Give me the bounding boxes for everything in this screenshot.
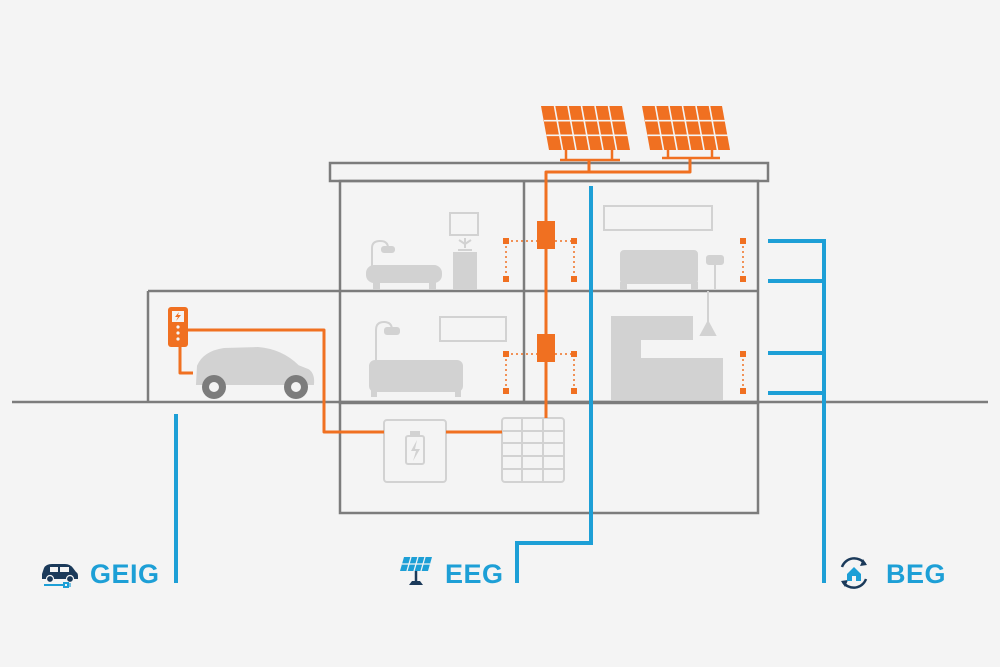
kitchen-icon bbox=[611, 316, 723, 400]
charger-cable bbox=[178, 346, 193, 375]
solar-panel-left-icon bbox=[541, 105, 630, 162]
furniture bbox=[195, 205, 724, 483]
legend-label-geig: GEIG bbox=[90, 559, 160, 589]
wall-painting-icon bbox=[603, 205, 713, 231]
car-wheels bbox=[202, 375, 308, 399]
floor-lamp-icon bbox=[706, 255, 724, 289]
reading-lamp-icon bbox=[375, 320, 400, 360]
legend-label-beg: BEG bbox=[886, 559, 947, 589]
home-renovation-icon bbox=[840, 557, 868, 589]
solar-panel-icon bbox=[400, 556, 432, 585]
garage-wiring bbox=[188, 328, 384, 434]
energy-lines bbox=[178, 158, 692, 434]
tv-icon bbox=[439, 316, 507, 342]
solar-panel-right-icon bbox=[642, 105, 730, 160]
standing-lamp-lower-icon bbox=[699, 291, 717, 336]
bathtub-icon bbox=[366, 239, 442, 290]
power-outlets bbox=[503, 238, 746, 394]
meter-box-lower bbox=[537, 334, 555, 362]
electric-car-icon bbox=[42, 564, 78, 588]
solar-feed-line bbox=[544, 160, 591, 418]
mirror-icon bbox=[449, 212, 479, 236]
law-lines bbox=[174, 186, 826, 583]
distribution-cabinet-icon bbox=[501, 417, 565, 483]
wallbox-charger-icon bbox=[168, 307, 188, 347]
sink-cabinet-icon bbox=[453, 238, 477, 290]
car-icon bbox=[195, 346, 315, 385]
eeg-line bbox=[515, 186, 593, 583]
solar-feed-line-2 bbox=[589, 158, 692, 174]
sofa-icon bbox=[369, 360, 463, 397]
beg-line bbox=[768, 239, 826, 583]
legend-label-eeg: EEG bbox=[445, 559, 504, 589]
bed-icon bbox=[620, 250, 698, 290]
home-battery-icon bbox=[383, 419, 447, 483]
meter-box-upper bbox=[537, 221, 555, 249]
room-circuits bbox=[505, 240, 744, 391]
basement bbox=[338, 400, 760, 515]
